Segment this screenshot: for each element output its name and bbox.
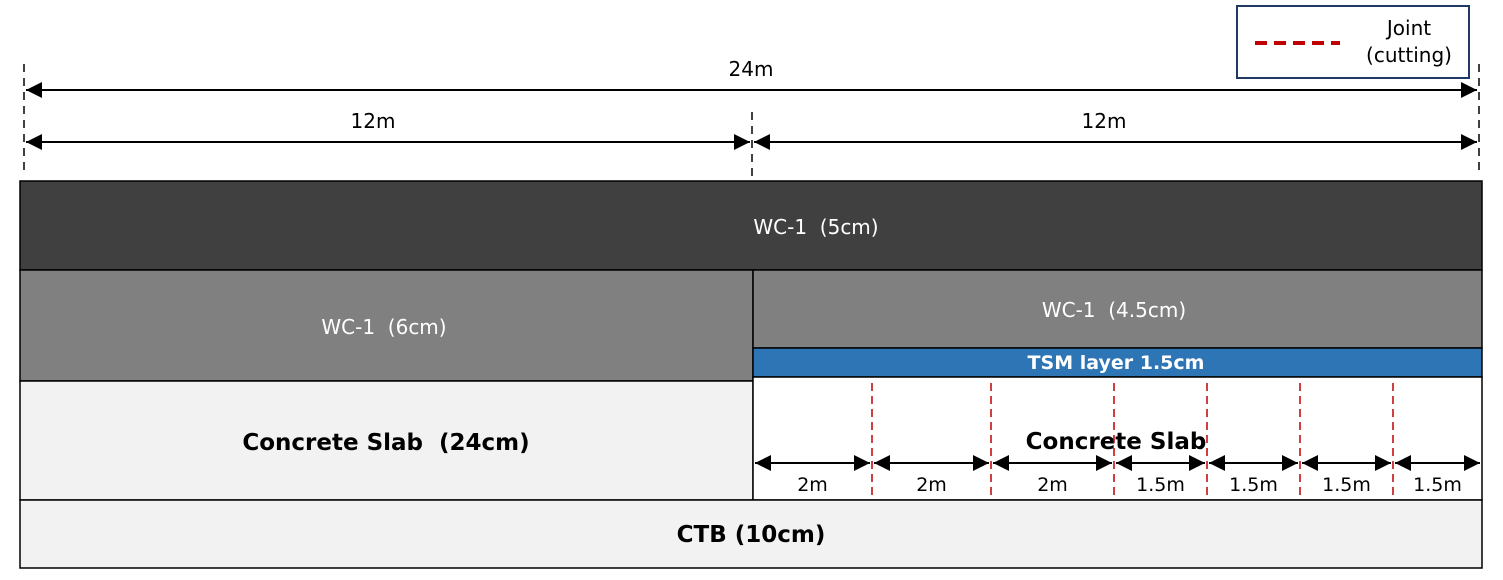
layer-left-wearing-label: WC-1 (6cm) (321, 315, 446, 339)
layer-right-wearing (752, 269, 1483, 349)
layer-ctb (19, 499, 1483, 569)
segment-dimension-label: 2m (797, 474, 828, 496)
legend-cutting-label: (cutting) (1366, 43, 1452, 67)
layer-top-wearing-label: WC-1 (5cm) (753, 215, 878, 239)
legend-joint-label: Joint (1385, 16, 1431, 40)
layer-tsm (752, 347, 1483, 378)
dim-label-total: 24m (729, 57, 774, 81)
dim-label-right-half: 12m (1082, 109, 1127, 133)
layer-right-wearing-label: WC-1 (4.5cm) (1042, 298, 1186, 322)
layer-ctb-label: CTB (10cm) (677, 522, 826, 548)
dim-label-left-half: 12m (351, 109, 396, 133)
segment-dimension-label: 1.5m (1229, 474, 1278, 496)
joint-segments: 2m 2m 2m 1.5m 1.5m 1.5m 1.5m (755, 383, 1480, 500)
layer-left-slab-label: Concrete Slab (24cm) (242, 430, 529, 456)
legend-box (1236, 5, 1470, 79)
segment-dimension-label: 1.5m (1136, 474, 1185, 496)
segment-dimension-label: 2m (916, 474, 947, 496)
layer-top-wearing (19, 180, 1483, 271)
layers: WC-1 (5cm) WC-1 (6cm) WC-1 (4.5cm) TSM l… (19, 180, 1483, 569)
segment-dimension-label: 1.5m (1322, 474, 1371, 496)
layer-right-slab-label: Concrete Slab (1026, 429, 1207, 455)
legend: Joint (cutting) (1236, 5, 1470, 79)
layer-tsm-label: TSM layer 1.5cm (1028, 352, 1205, 374)
segment-dimension-label: 1.5m (1413, 474, 1462, 496)
segment-dimension-label: 2m (1037, 474, 1068, 496)
layer-right-slab (752, 376, 1483, 501)
dimension-lines: 24m 12m 12m (23, 57, 1480, 176)
